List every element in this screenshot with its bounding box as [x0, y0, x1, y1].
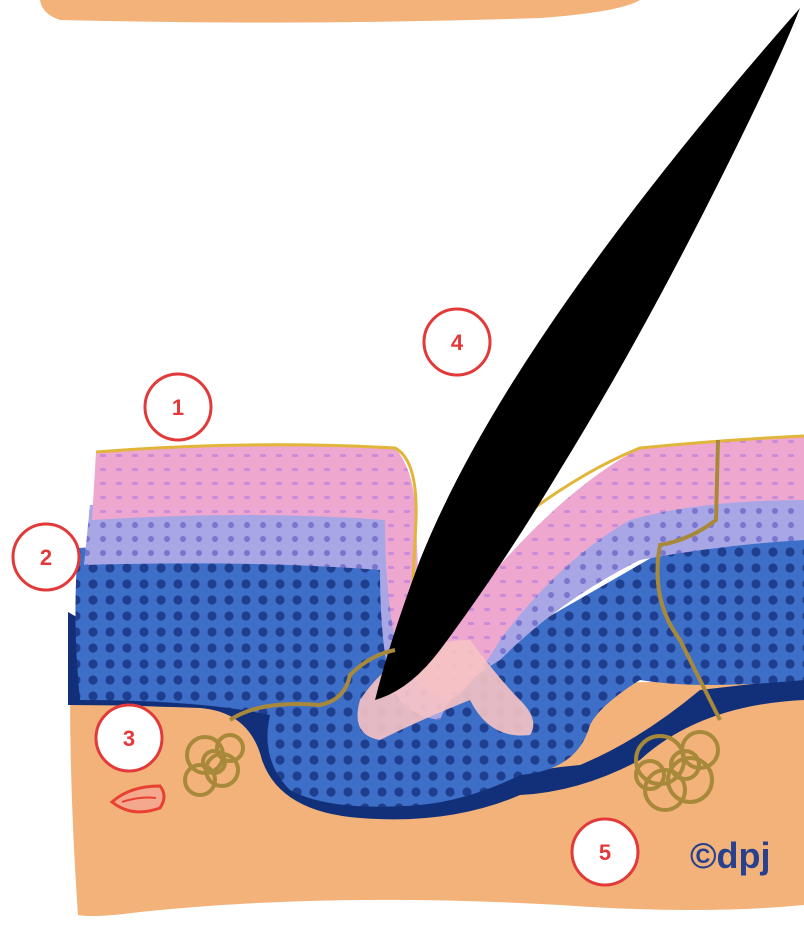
- callout-1: 1: [145, 374, 211, 440]
- copyright-mark: ©dpj: [690, 835, 771, 876]
- svg-text:4: 4: [451, 330, 464, 355]
- callout-2: 2: [13, 524, 79, 590]
- callout-4: 4: [424, 309, 490, 375]
- callout-5: 5: [572, 819, 638, 885]
- svg-text:5: 5: [599, 840, 611, 865]
- callout-3: 3: [96, 705, 162, 771]
- svg-text:3: 3: [123, 726, 135, 751]
- svg-text:2: 2: [40, 545, 52, 570]
- svg-text:1: 1: [172, 395, 184, 420]
- top-skin-fragment: [40, 0, 640, 23]
